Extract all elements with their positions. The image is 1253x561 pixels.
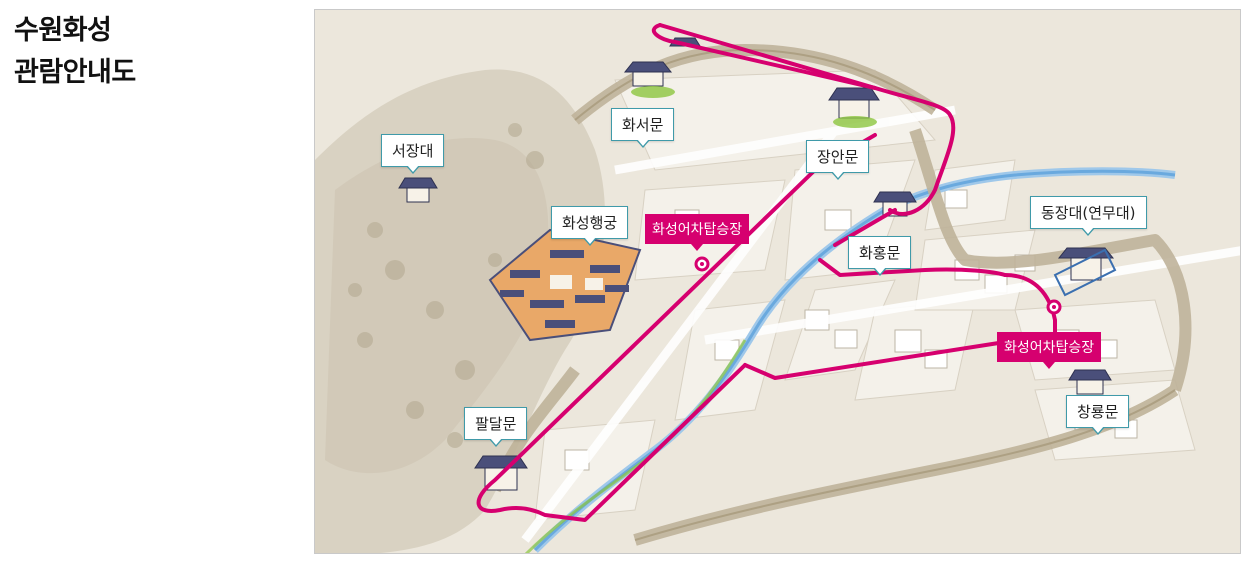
landmark-label-seojangdae[interactable]: 서장대 xyxy=(381,134,445,174)
landmark-label-hwaseomun[interactable]: 화서문 xyxy=(611,108,675,148)
page-title: 수원화성 관람안내도 xyxy=(14,10,136,94)
landmark-label-dongjangdae[interactable]: 동장대(연무대) xyxy=(1030,196,1147,236)
map-illustration xyxy=(315,10,1240,553)
page-title-line1: 수원화성 xyxy=(14,15,112,46)
map[interactable]: 화서문 서장대 장안문 화성행궁 화홍문 동장대(연무대) 팔달문 창룡문 화성… xyxy=(314,9,1241,554)
landmark-label-changnyongmun[interactable]: 창룡문 xyxy=(1066,395,1130,435)
landmark-label-paldalmun[interactable]: 팔달문 xyxy=(464,407,528,447)
tram-station-label-east[interactable]: 화성어차탑승장 xyxy=(997,332,1102,369)
landmark-label-hwahongmun[interactable]: 화홍문 xyxy=(848,236,912,276)
tram-station-label-north[interactable]: 화성어차탑승장 xyxy=(645,214,750,251)
landmark-label-hwaseong-haenggung[interactable]: 화성행궁 xyxy=(551,206,629,246)
page-title-line2: 관람안내도 xyxy=(14,57,136,88)
landmark-label-janganmun[interactable]: 장안문 xyxy=(806,140,870,180)
